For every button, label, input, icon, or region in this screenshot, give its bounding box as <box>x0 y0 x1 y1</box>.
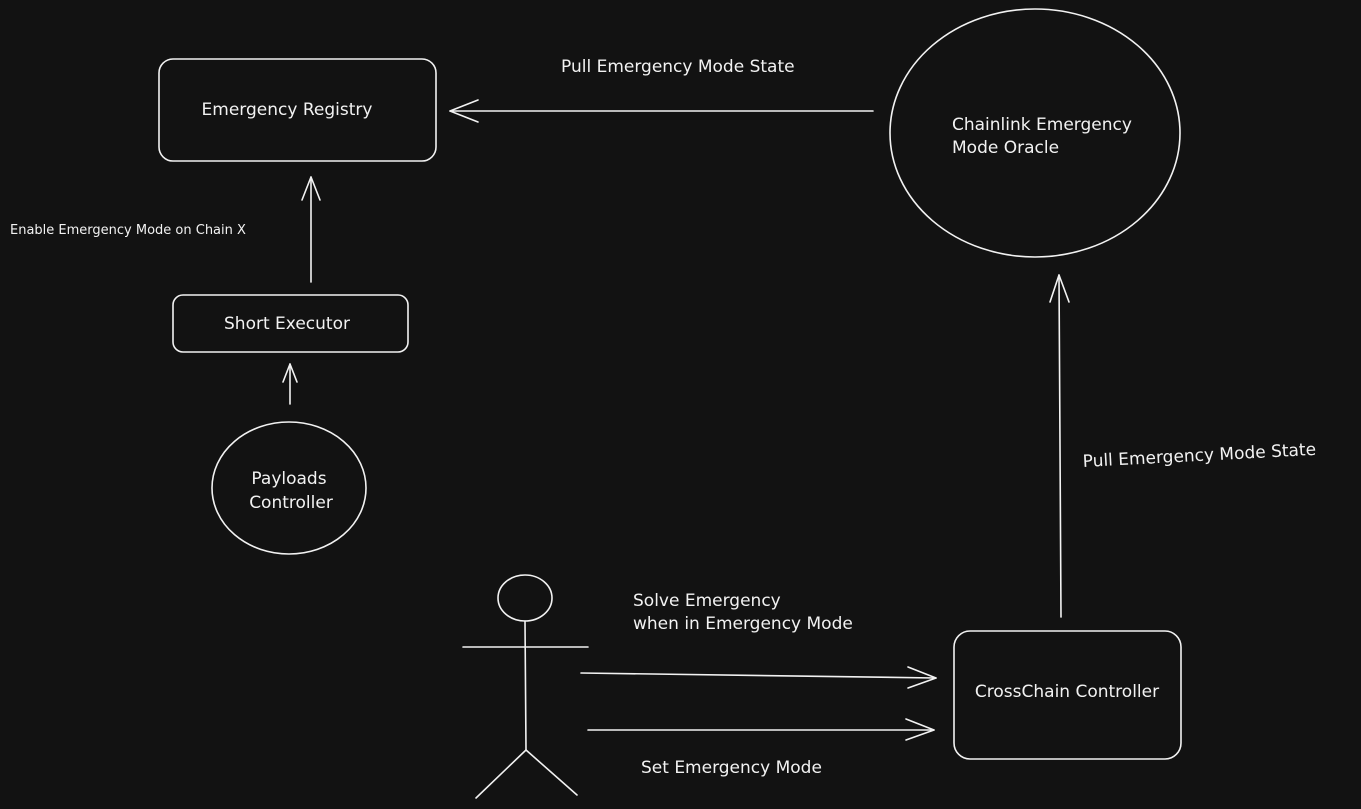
chainlink-oracle-node[interactable]: Chainlink Emergency Mode Oracle <box>889 8 1181 258</box>
crosschain-controller-node[interactable]: CrossChain Controller <box>953 630 1182 760</box>
payloads-controller-node[interactable]: Payloads Controller <box>211 421 367 555</box>
actor-stick-figure <box>462 574 589 799</box>
solve-emergency-label-line2: when in Emergency Mode <box>633 614 853 634</box>
emergency-registry-node[interactable]: Emergency Registry <box>158 58 437 162</box>
arrow-oracle-to-registry <box>449 99 874 123</box>
arrow-executor-to-registry <box>301 176 321 283</box>
arrow-executor-to-registry-label: Enable Emergency Mode on Chain X <box>10 223 246 238</box>
arrow-set-emergency <box>587 718 935 741</box>
arrow-controller-to-oracle <box>1049 274 1070 618</box>
solve-emergency-label-line1: Solve Emergency <box>633 591 781 611</box>
chainlink-oracle-label-line2: Mode Oracle <box>952 138 1059 158</box>
chainlink-oracle-label-line1: Chainlink Emergency <box>952 115 1132 135</box>
short-executor-label: Short Executor <box>224 314 350 334</box>
crosschain-controller-label: CrossChain Controller <box>975 682 1159 702</box>
set-emergency-label: Set Emergency Mode <box>641 758 822 778</box>
arrow-controller-to-oracle-label: Pull Emergency Mode State <box>1082 440 1316 472</box>
emergency-registry-label: Emergency Registry <box>202 100 373 120</box>
payloads-controller-label-line1: Payloads <box>251 469 326 489</box>
arrow-payloads-to-executor <box>282 363 298 405</box>
arrow-solve-emergency <box>580 666 937 689</box>
arrow-oracle-to-registry-label: Pull Emergency Mode State <box>561 57 795 77</box>
short-executor-node[interactable]: Short Executor <box>172 294 409 353</box>
payloads-controller-label-line2: Controller <box>249 493 333 513</box>
